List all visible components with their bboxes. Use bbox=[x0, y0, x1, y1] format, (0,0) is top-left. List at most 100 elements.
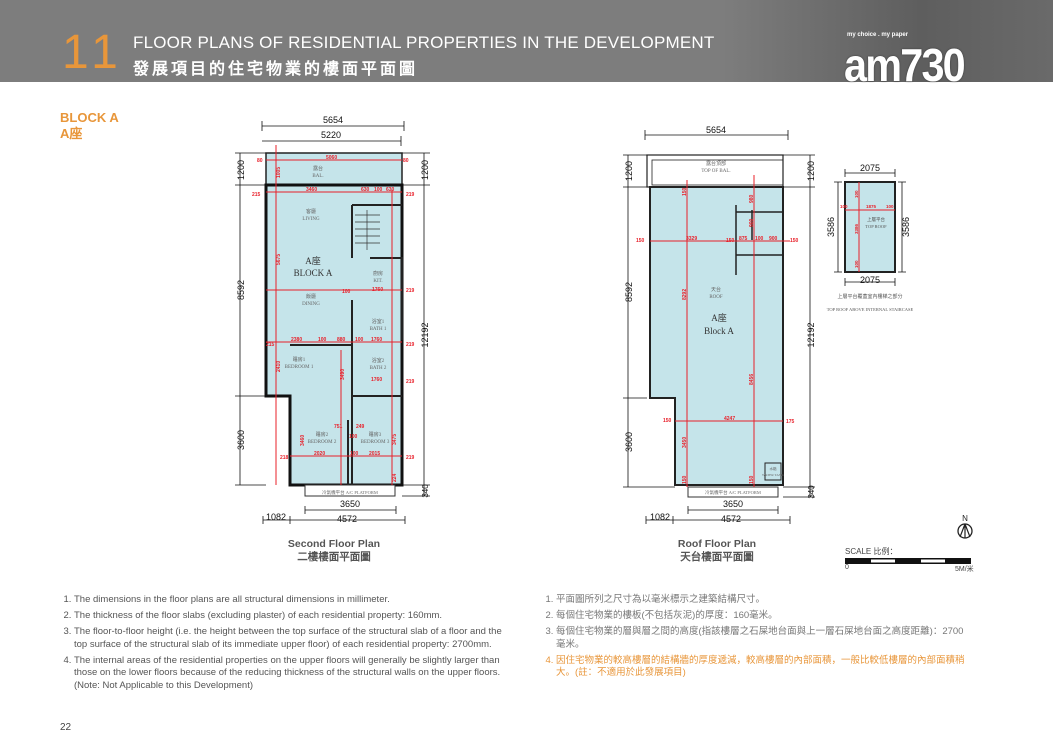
room-label: BATH 2 bbox=[370, 366, 387, 371]
scale-bar bbox=[845, 558, 971, 564]
note-item: 平面圖所列之尺寸為以毫米標示之建築結構尺寸。 bbox=[556, 594, 970, 607]
dimension-labels: 5654 5220 1200 8592 3600 1200 12192 340 … bbox=[236, 115, 430, 524]
red-dim: 215 bbox=[252, 192, 261, 198]
room-label: BEDROOM 3 bbox=[361, 440, 390, 445]
red-dim: 224 bbox=[392, 473, 398, 482]
red-dimension-labels: 150 3329 150 875 100 900 150 150 980 900… bbox=[636, 187, 799, 484]
red-dim: 150 bbox=[636, 238, 645, 244]
note-item: 因住宅物業的較高樓層的結構牆的厚度遞減，較高樓層的內部面積，一般比較低樓層的內部… bbox=[556, 655, 970, 680]
room-label: A座 bbox=[711, 312, 727, 323]
red-dim: 880 bbox=[337, 337, 346, 343]
block-label-en: BLOCK A bbox=[60, 110, 119, 125]
room-label: BAL. bbox=[312, 174, 323, 179]
red-dim: 100 bbox=[349, 434, 358, 440]
dim-label: 4572 bbox=[721, 514, 741, 524]
red-dim: 150 bbox=[790, 238, 799, 244]
dimension-lines bbox=[623, 130, 815, 524]
dim-label: 5654 bbox=[323, 115, 343, 125]
red-dim: 751 bbox=[334, 424, 343, 430]
room-label: 露台 bbox=[313, 165, 323, 172]
room-label: BLOCK A bbox=[294, 268, 333, 278]
north-arrow: N bbox=[957, 514, 973, 539]
caption-zh: 天台樓面平面圖 bbox=[680, 551, 754, 563]
red-dim: 219 bbox=[406, 342, 415, 348]
red-dim: 150 bbox=[663, 418, 672, 424]
note-item: The floor-to-floor height (i.e. the heig… bbox=[74, 626, 513, 651]
north-label: N bbox=[962, 514, 968, 523]
logo-text: am730 bbox=[844, 39, 966, 91]
red-dim: 630 bbox=[361, 187, 370, 193]
caption-en: Second Floor Plan bbox=[287, 538, 381, 550]
red-dim: 1875 bbox=[866, 204, 877, 209]
red-dim: 2020 bbox=[314, 451, 325, 457]
top-roof-labels: 上層平台 TOP ROOF 上層平台覆蓋室內樓梯之部分 TOP ROOF ABO… bbox=[827, 216, 914, 312]
red-dim: 3475 bbox=[392, 434, 398, 445]
red-dim: 630 bbox=[386, 187, 395, 193]
dim-label: 5654 bbox=[706, 125, 726, 135]
red-dim: 80 bbox=[257, 158, 263, 164]
caption-zh: 二樓樓面平面圖 bbox=[297, 551, 371, 563]
top-roof-note: 上層平台覆蓋室內樓梯之部分 bbox=[837, 293, 902, 300]
red-dim: 100 bbox=[886, 204, 894, 209]
red-dimension-labels: 5060 80 80 3460 630 100 630 215 219 1005… bbox=[252, 155, 415, 482]
red-dim: 219 bbox=[406, 288, 415, 294]
red-dim: 875 bbox=[739, 236, 748, 242]
dim-label: 3600 bbox=[624, 432, 634, 452]
dim-label: 5220 bbox=[321, 130, 341, 140]
room-label: 客廳 bbox=[306, 208, 316, 215]
room-label: A座 bbox=[305, 255, 321, 266]
red-dim: 249 bbox=[356, 424, 365, 430]
red-dim: 2380 bbox=[291, 337, 302, 343]
room-label: 上層平台 bbox=[867, 216, 885, 223]
ac-platform bbox=[304, 484, 396, 497]
dimension-lines bbox=[834, 169, 906, 286]
red-dim: 100 bbox=[355, 337, 364, 343]
red-dim: 1760 bbox=[371, 337, 382, 343]
red-dim: 3450 bbox=[682, 437, 688, 448]
red-dim: 218 bbox=[280, 455, 289, 461]
red-dimension-lines bbox=[266, 145, 402, 485]
red-dim: 100 bbox=[342, 289, 351, 295]
room-label: LIVING bbox=[302, 217, 320, 222]
room-label: 天台 bbox=[711, 286, 721, 293]
note-item: 每個住宅物業的層與層之間的高度(指該樓層之石屎地台面與上一層石屎地台面之高度距離… bbox=[556, 626, 970, 651]
room-labels: 露台頂部 TOP OF BAL. 天台 ROOF A座 Block A 水箱 W… bbox=[701, 160, 784, 496]
dim-label: 4572 bbox=[337, 514, 357, 524]
dim-label: 3650 bbox=[340, 499, 360, 509]
red-dim: 2410 bbox=[276, 361, 282, 372]
block-label: BLOCK A A座 bbox=[60, 110, 119, 142]
roof-floor-caption: Roof Floor Plan 天台樓面平面圖 bbox=[637, 538, 797, 564]
notes-en: The dimensions in the floor plans are al… bbox=[58, 594, 513, 696]
room-label: KIT. bbox=[373, 279, 382, 284]
red-dim: 100 bbox=[374, 187, 383, 193]
water-tank bbox=[764, 462, 782, 481]
scale-end: 5M/米 bbox=[955, 566, 974, 573]
room-label: 睡房1 bbox=[293, 356, 306, 363]
dimension-lines bbox=[235, 121, 430, 524]
scale-start: 0 bbox=[845, 564, 849, 571]
red-dim: 3329 bbox=[686, 236, 697, 242]
room-label: 睡房3 bbox=[369, 431, 382, 438]
red-dim: 3386 bbox=[854, 223, 859, 234]
red-dim: 100 bbox=[755, 236, 764, 242]
dimension-labels: 5654 1200 8592 3600 1200 12192 340 3650 … bbox=[624, 125, 816, 524]
red-dim: 175 bbox=[786, 419, 795, 425]
room-label: 廚房 bbox=[373, 270, 383, 277]
second-floor-plan: 5654 5220 1200 8592 3600 1200 12192 340 … bbox=[235, 115, 430, 524]
dim-label: 1082 bbox=[266, 512, 286, 522]
red-dim: 1760 bbox=[371, 377, 382, 383]
internal-walls bbox=[290, 204, 403, 485]
dim-label: 2075 bbox=[860, 275, 880, 285]
red-dim: 100 bbox=[854, 260, 859, 268]
note-item: The internal areas of the residential pr… bbox=[74, 655, 513, 693]
red-dim: 150 bbox=[726, 238, 735, 244]
room-labels: 露台 BAL. 客廳 LIVING A座 BLOCK A 廚房 KIT. 飯廳 … bbox=[285, 165, 390, 496]
red-dim: 3460 bbox=[300, 435, 306, 446]
page-title-en: FLOOR PLANS OF RESIDENTIAL PROPERTIES IN… bbox=[133, 33, 715, 52]
room-label: ROOF bbox=[709, 295, 723, 300]
room-label: DINING bbox=[302, 302, 320, 307]
red-dimension-lines bbox=[845, 182, 895, 272]
note-item: The thickness of the floor slabs (exclud… bbox=[74, 610, 513, 623]
dim-label: 12192 bbox=[420, 322, 430, 347]
